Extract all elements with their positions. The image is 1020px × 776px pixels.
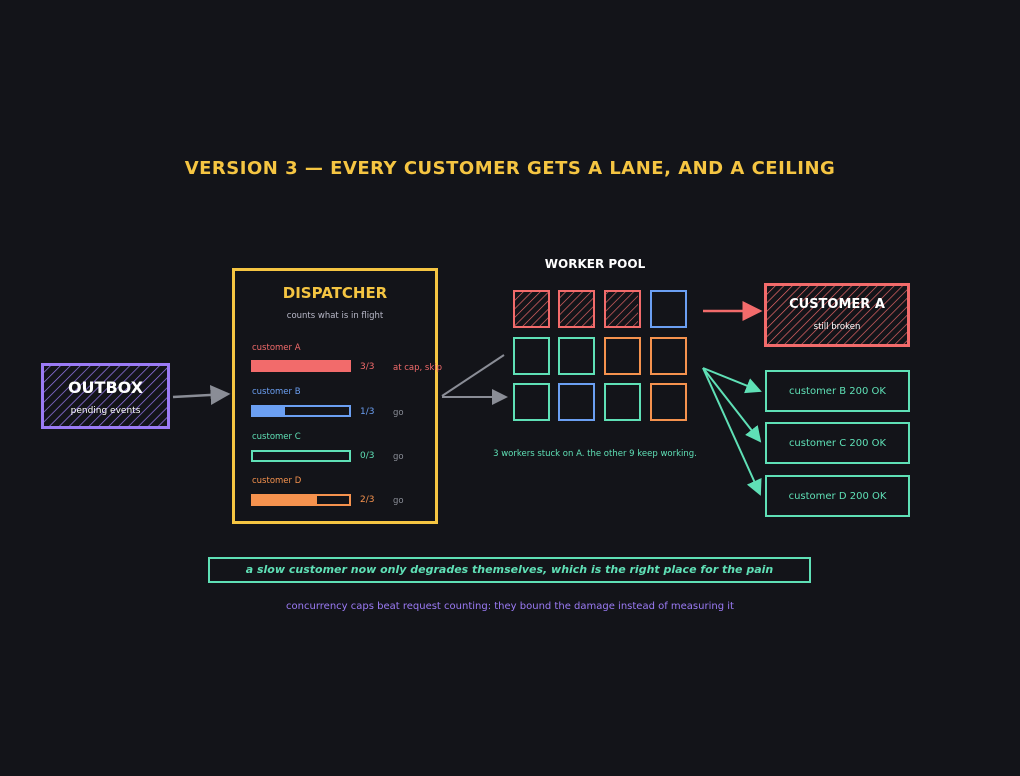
outbox-to-dispatcher-arrow [172,384,231,405]
worker-cell [513,383,550,421]
diagram-title: VERSION 3 — EVERY CUSTOMER GETS A LANE, … [184,158,836,179]
pool-to-customer-d-arrow [702,367,762,496]
outbox-hatch [43,365,168,427]
lane-bar-fill [253,362,349,370]
lane-bar [251,405,351,417]
customer-a-title: CUSTOMER A [789,297,885,312]
worker-cell [513,290,550,328]
takeaway-banner-text: a slow customer now only degrades themse… [245,563,774,576]
outbox-subtitle: pending events [70,406,141,416]
pool-to-customer-c-arrow [702,367,762,443]
customer-a-subtitle: still broken [813,322,861,332]
outbox-node [41,363,170,429]
lane-label: customer C [252,432,301,442]
customer-c-ok-box: customer C 200 OK [765,422,910,464]
lane-bar [251,360,351,372]
worker-pool-title: WORKER POOL [544,257,646,271]
worker-cell [650,337,687,375]
dispatcher-subtitle: counts what is in flight [286,311,384,321]
lane-count: 3/3 [360,362,375,372]
worker-cell [604,383,641,421]
lane-bar-fill [253,496,318,504]
worker-cell [558,383,595,421]
worker-hatch-2 [560,292,593,326]
pool-to-customer-b-arrow [702,367,762,394]
lane-status: at cap, skip [393,363,443,373]
dispatcher-to-pool-line [441,354,505,397]
lane-bar [251,450,351,462]
lane-status: go [393,408,404,418]
worker-pool-note: 3 workers stuck on A. the other 9 keep w… [493,449,697,459]
worker-hatch-1 [515,292,548,326]
lane-bar-fill [253,407,285,415]
takeaway-banner [208,557,811,583]
lane-label: customer B [252,387,301,397]
lane-count: 1/3 [360,407,375,417]
worker-cell [604,337,641,375]
lane-status: go [393,496,404,506]
worker-hatch-3 [605,292,638,326]
worker-cell [513,337,550,375]
customer-b-ok-box: customer B 200 OK [765,370,910,412]
lane-label: customer A [252,343,301,353]
worker-cell [558,290,595,328]
lane-count: 0/3 [360,451,375,461]
footer-note: concurrency caps beat request counting: … [286,601,734,612]
worker-cell [558,337,595,375]
customer-a-node [764,283,910,347]
worker-cell [650,290,687,328]
customer-a-hatch [766,285,908,345]
dispatcher-title: DISPATCHER [282,284,388,302]
lane-label: customer D [252,476,302,486]
dispatcher-node [232,268,438,524]
worker-cell [604,290,641,328]
customer-d-ok-box: customer D 200 OK [765,475,910,517]
worker-cell [650,383,687,421]
lane-count: 2/3 [360,495,375,505]
outbox-title: OUTBOX [67,378,144,397]
lane-bar [251,494,351,506]
lane-status: go [393,452,404,462]
